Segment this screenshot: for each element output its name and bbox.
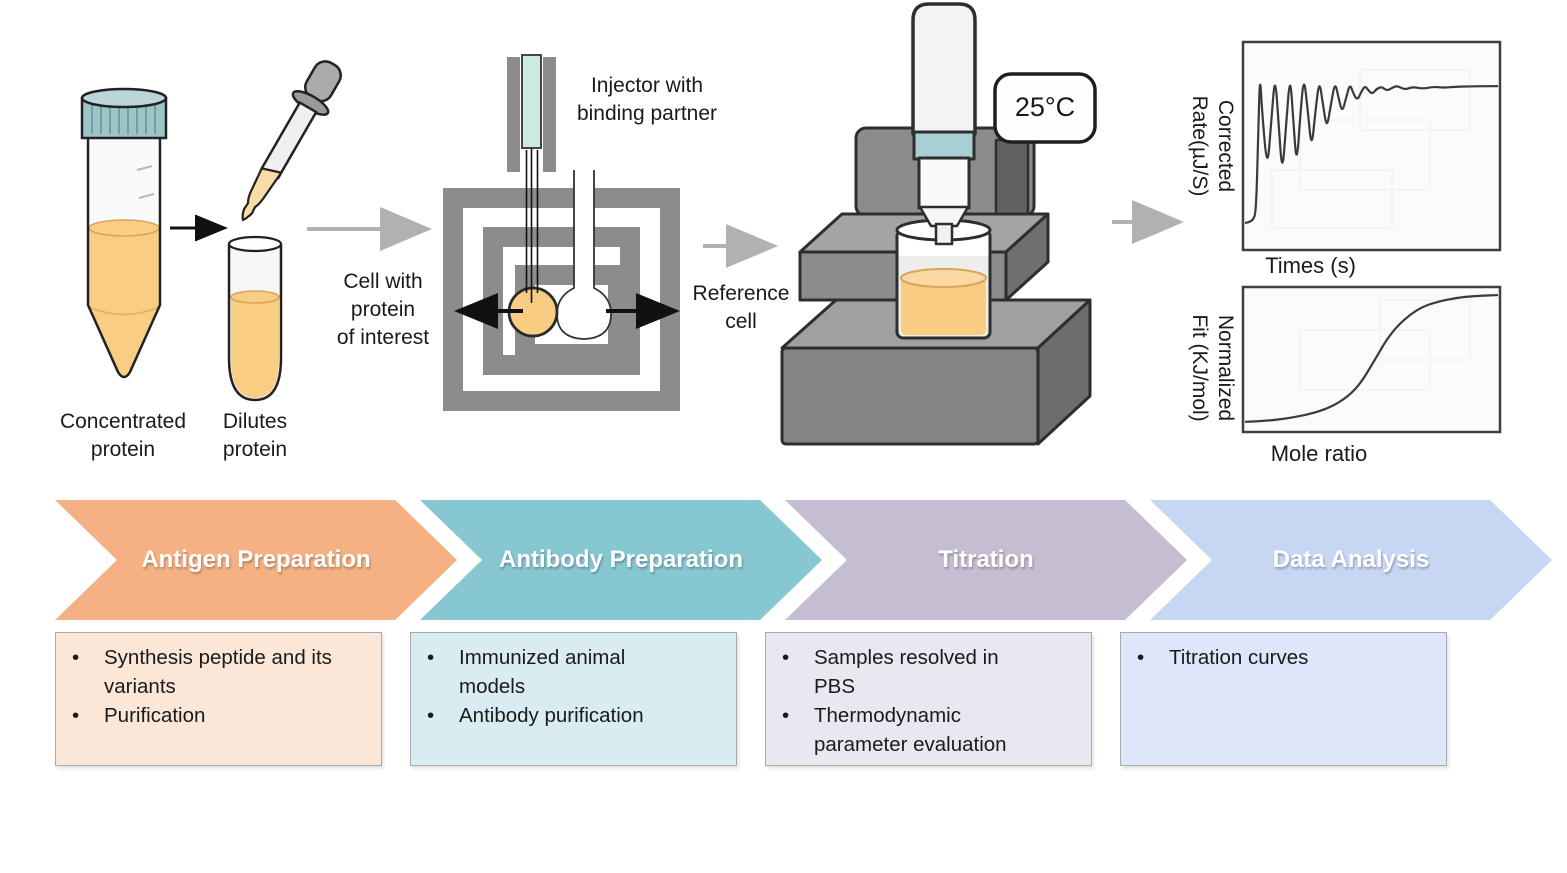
chevron-title: Antigen Preparation	[141, 546, 371, 573]
chevron-title: Titration	[938, 546, 1034, 573]
reference-cell-flask-icon	[556, 170, 612, 340]
sample-cell-label: Cell with protein of interest	[336, 270, 430, 349]
thermogram-chart	[1241, 40, 1502, 252]
box-antigen-preparation: Synthesis peptide and its variants Purif…	[55, 632, 382, 766]
list-item: Immunized animal models	[411, 643, 736, 701]
list-item: Synthesis peptide and its variants	[56, 643, 381, 701]
injector-syringe-icon	[521, 54, 542, 149]
falcon-tube-icon	[80, 87, 168, 379]
calorimeter-cell-schematic	[443, 54, 680, 411]
concentrated-protein-label: Concentrated protein	[59, 410, 187, 461]
dropper-icon	[241, 60, 342, 222]
thermogram-xlabel: Times (s)	[1265, 253, 1356, 278]
reference-cell-label: Reference cell	[692, 282, 790, 333]
list-item: Samples resolved in PBS	[766, 643, 1091, 701]
temperature-badge	[993, 72, 1097, 144]
temperature-label: 25°C	[1014, 92, 1076, 122]
injector-label: Injector with binding partner	[576, 74, 718, 125]
box-titration: Samples resolved in PBS Thermodynamic pa…	[765, 632, 1092, 766]
list-item: Thermodynamic parameter evaluation	[766, 701, 1091, 759]
diluted-protein-label: Dilutes protein	[222, 410, 288, 461]
chevron-antibody-preparation: Antibody Preparation	[420, 500, 822, 620]
isotherm-ylabel: Normalized Fit (KJ/mol)	[1188, 314, 1237, 422]
box-antibody-preparation: Immunized animal models Antibody purific…	[410, 632, 737, 766]
list-item: Antibody purification	[411, 701, 736, 730]
itc-instrument-icon	[780, 2, 1097, 446]
isotherm-chart	[1241, 285, 1502, 434]
list-item: Purification	[56, 701, 381, 730]
chevron-titration: Titration	[785, 500, 1187, 620]
list-item: Titration curves	[1121, 643, 1446, 672]
chevron-title: Data Analysis	[1272, 546, 1430, 573]
isotherm-xlabel: Mole ratio	[1270, 441, 1368, 466]
chevron-title: Antibody Preparation	[498, 546, 744, 573]
thermogram-ylabel: Corrected Rate(µJ/S)	[1188, 95, 1237, 197]
small-tube-icon	[227, 235, 283, 402]
chevron-data-analysis: Data Analysis	[1150, 500, 1552, 620]
chevron-antigen-preparation: Antigen Preparation	[55, 500, 457, 620]
box-data-analysis: Titration curves	[1120, 632, 1447, 766]
